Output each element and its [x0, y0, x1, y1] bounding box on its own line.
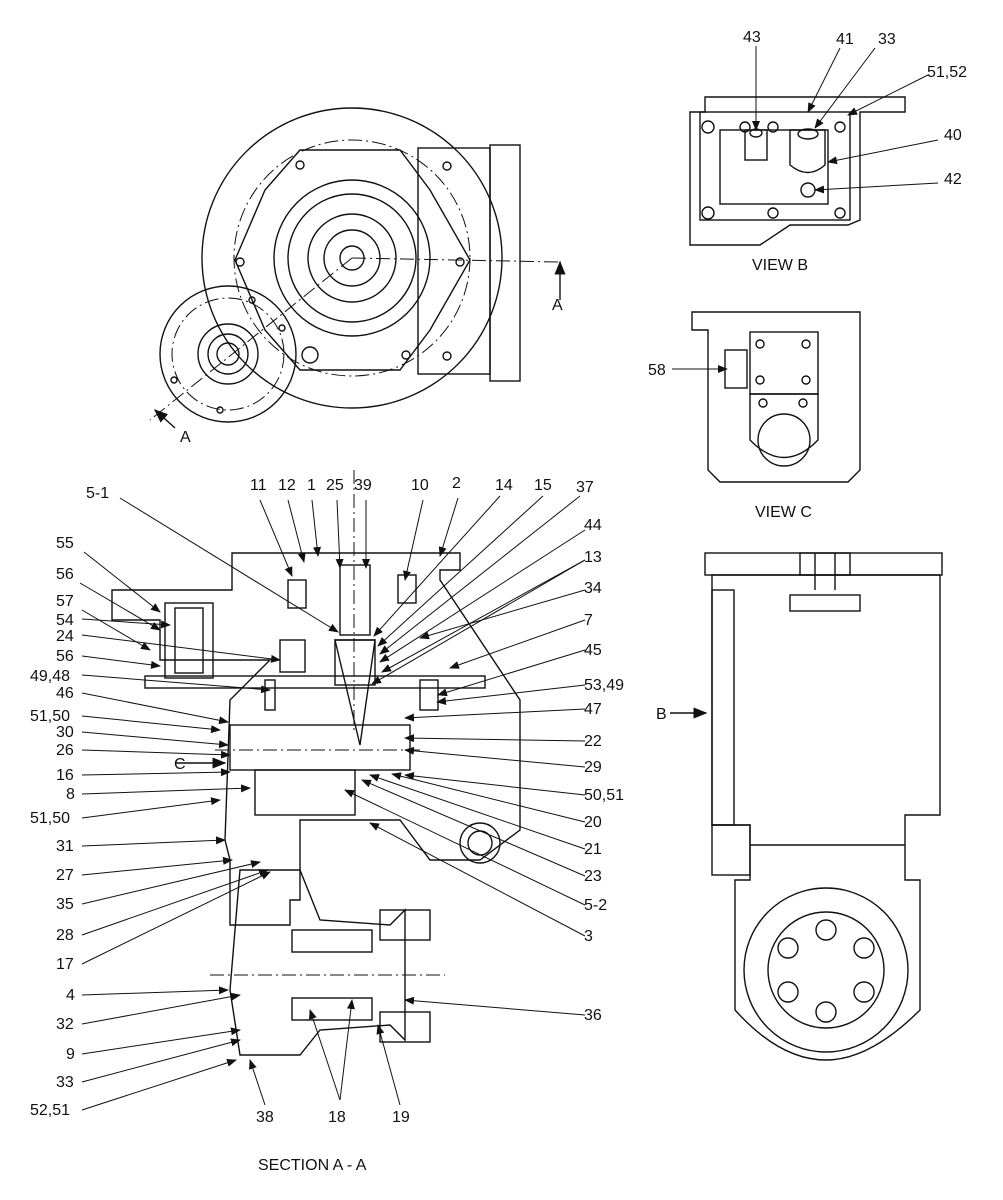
callout-33-section: 33	[56, 1074, 74, 1091]
callout-19: 19	[392, 1109, 410, 1126]
callout-51-50-lower: 51,50	[30, 810, 70, 827]
callout-7: 7	[584, 612, 593, 629]
section-mark-left: A	[180, 429, 191, 446]
callout-26: 26	[56, 742, 74, 759]
section-mark-top: A	[552, 297, 563, 314]
callout-40: 40	[944, 127, 962, 144]
callout-15: 15	[534, 477, 552, 494]
callout-14: 14	[495, 477, 513, 494]
side-view: B	[656, 552, 943, 1061]
callout-34: 34	[584, 580, 602, 597]
view-mark-b: B	[656, 706, 667, 723]
callout-47: 47	[584, 701, 602, 718]
callout-46: 46	[56, 685, 74, 702]
callout-38: 38	[256, 1109, 274, 1126]
leader-lines	[79, 46, 939, 1111]
callout-52-51: 52,51	[30, 1102, 70, 1119]
callout-39: 39	[354, 477, 372, 494]
callout-5-1: 5-1	[86, 485, 109, 502]
callout-58: 58	[648, 362, 666, 379]
callout-51-52-view-b: 51,52	[927, 64, 967, 81]
callout-42: 42	[944, 171, 962, 188]
callout-27: 27	[56, 867, 74, 884]
callout-31: 31	[56, 838, 74, 855]
callout-22: 22	[584, 733, 602, 750]
view-c: VIEW C	[691, 311, 861, 521]
callout-53-49: 53,49	[584, 677, 624, 694]
callout-56-lower: 56	[56, 648, 74, 665]
view-b-caption: VIEW B	[752, 257, 808, 274]
callout-49-48: 49,48	[30, 668, 70, 685]
callout-29: 29	[584, 759, 602, 776]
callout-23: 23	[584, 868, 602, 885]
callout-10: 10	[411, 477, 429, 494]
callout-2: 2	[452, 475, 461, 492]
callout-17: 17	[56, 956, 74, 973]
callout-55: 55	[56, 535, 74, 552]
callout-4: 4	[66, 987, 75, 1004]
callout-43: 43	[743, 29, 761, 46]
callout-1: 1	[307, 477, 316, 494]
callout-5-2: 5-2	[584, 897, 607, 914]
callout-18: 18	[328, 1109, 346, 1126]
view-mark-c: C	[174, 756, 186, 773]
callout-45: 45	[584, 642, 602, 659]
callout-56-upper: 56	[56, 566, 74, 583]
view-b: VIEW B	[689, 96, 906, 274]
callout-30: 30	[56, 724, 74, 741]
callout-54: 54	[56, 612, 74, 629]
callout-28: 28	[56, 927, 74, 944]
callout-25: 25	[326, 477, 344, 494]
callout-9: 9	[66, 1046, 75, 1063]
callout-35: 35	[56, 896, 74, 913]
callout-33-view-b: 33	[878, 31, 896, 48]
callout-16: 16	[56, 767, 74, 784]
callout-20: 20	[584, 814, 602, 831]
callout-41: 41	[836, 31, 854, 48]
callout-37: 37	[576, 479, 594, 496]
callout-51-50-upper: 51,50	[30, 708, 70, 725]
callout-12: 12	[278, 477, 296, 494]
callout-labels: 43 41 33 51,52 40 42 58 5-1 11 12 1 25 3…	[30, 29, 967, 1126]
top-view: A A	[149, 107, 566, 446]
section-caption: SECTION A - A	[258, 1157, 367, 1174]
callout-57: 57	[56, 593, 74, 610]
callout-44: 44	[584, 517, 602, 534]
callout-8: 8	[66, 786, 75, 803]
callout-36: 36	[584, 1007, 602, 1024]
callout-3: 3	[584, 928, 593, 945]
view-c-caption: VIEW C	[755, 504, 812, 521]
callout-13: 13	[584, 549, 602, 566]
callout-11: 11	[250, 477, 267, 494]
callout-21: 21	[584, 841, 602, 858]
callout-32: 32	[56, 1016, 74, 1033]
callout-24: 24	[56, 628, 74, 645]
callout-50-51-right: 50,51	[584, 787, 624, 804]
